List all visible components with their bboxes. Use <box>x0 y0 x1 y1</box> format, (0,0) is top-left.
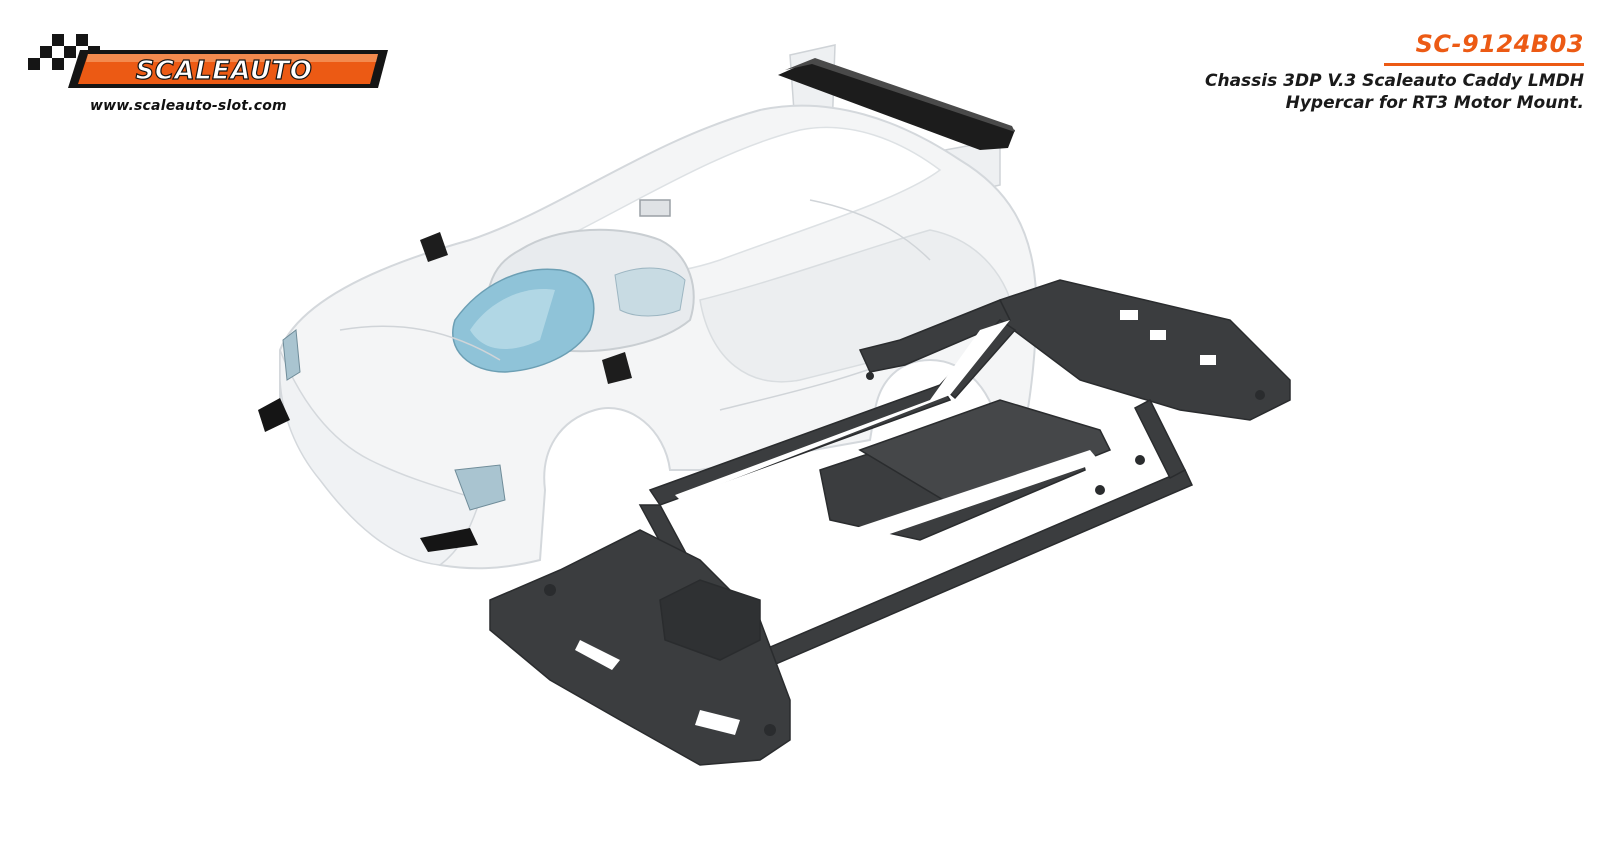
chassis-illustration <box>489 279 1291 766</box>
scaleauto-logo: SCALEAUTO <box>28 34 388 88</box>
brand-name: SCALEAUTO <box>136 56 313 86</box>
brand-url[interactable]: www.scaleauto-slot.com <box>90 98 287 114</box>
product-code: SC-9124B03 <box>1415 30 1584 58</box>
code-underline <box>1384 63 1584 66</box>
description-line-2: Hypercar for RT3 Motor Mount. <box>1285 93 1584 113</box>
car-body-illustration <box>258 44 1038 570</box>
product-description: Chassis 3DP V.3 Scaleauto Caddy LMDH Hyp… <box>1064 70 1584 114</box>
description-line-1: Chassis 3DP V.3 Scaleauto Caddy LMDH <box>1204 71 1584 91</box>
